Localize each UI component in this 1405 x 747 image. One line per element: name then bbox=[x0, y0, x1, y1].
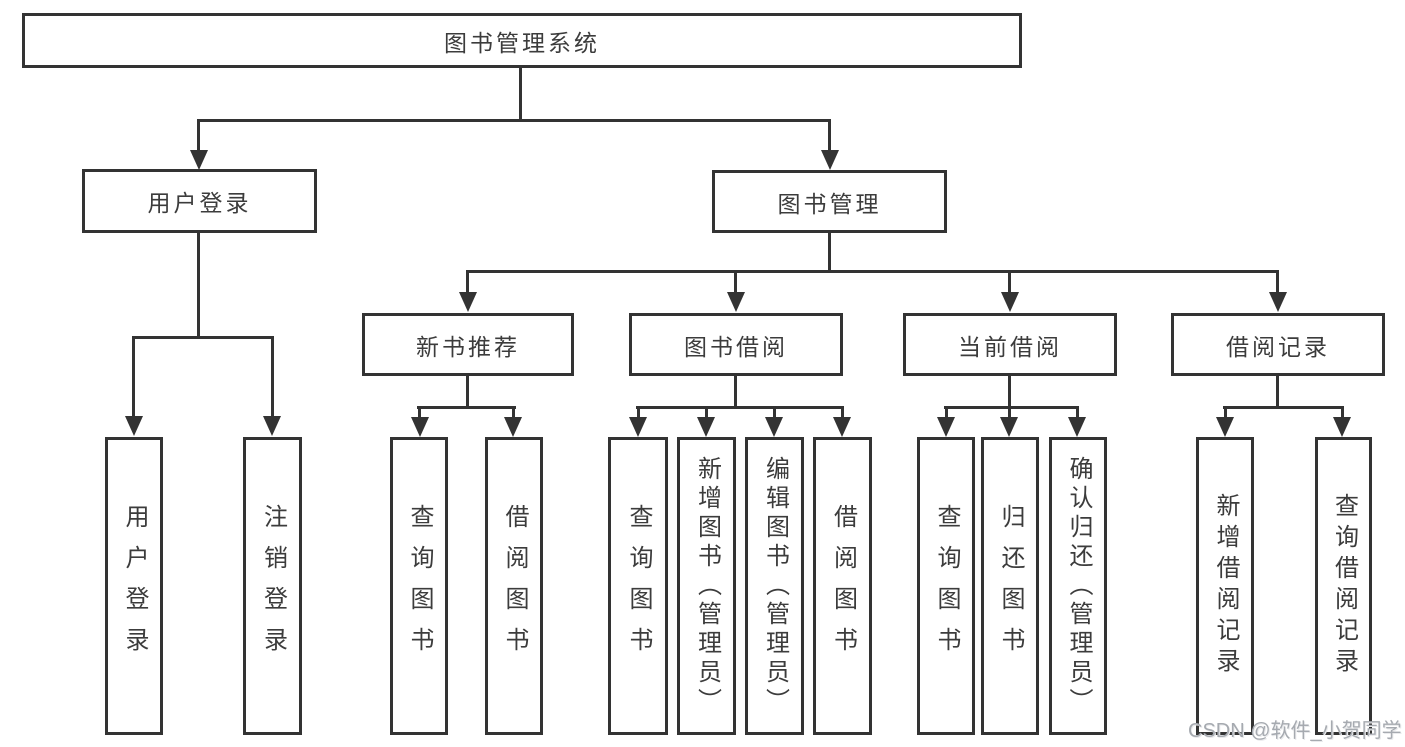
connector-recommend-stem bbox=[466, 376, 469, 407]
node-new-book-recommend-label: 新书推荐 bbox=[416, 333, 520, 360]
connector-drop-d3 bbox=[1076, 407, 1079, 418]
node-current-borrowing-label: 当前借阅 bbox=[958, 333, 1062, 360]
connector-drop-current bbox=[1008, 271, 1011, 293]
leaf-query-books-current: 查询图书 bbox=[917, 437, 975, 735]
connector-drop-b2 bbox=[512, 407, 515, 418]
connector-drop-leaf-user-login bbox=[132, 337, 135, 417]
leaf-query-borrow-record-label: 查询借阅记录 bbox=[1330, 493, 1358, 679]
leaf-user-login-label: 用户登录 bbox=[121, 504, 148, 668]
leaf-user-login: 用户登录 bbox=[105, 437, 163, 735]
arrowhead-book-management-icon bbox=[821, 150, 839, 170]
arrowhead-records-icon bbox=[1269, 292, 1287, 312]
node-borrowing-records-label: 借阅记录 bbox=[1226, 333, 1330, 360]
connector-level2-rail bbox=[466, 270, 1279, 273]
connector-drop-records bbox=[1276, 271, 1279, 293]
node-book-management: 图书管理 bbox=[712, 170, 947, 233]
leaf-add-books-admin: 新增图书（管理员） bbox=[677, 437, 736, 735]
connector-drop-c3 bbox=[773, 407, 776, 418]
csdn-watermark: CSDN @软件_小贺同学 bbox=[1188, 720, 1402, 742]
connector-drop-d2 bbox=[1008, 407, 1011, 418]
arrowhead-d1-icon bbox=[937, 417, 955, 437]
leaf-return-books-label: 归还图书 bbox=[997, 504, 1024, 668]
leaf-edit-books-admin-label: 编辑图书（管理员） bbox=[761, 455, 789, 717]
leaf-add-books-admin-label: 新增图书（管理员） bbox=[693, 455, 721, 717]
arrowhead-c4-icon bbox=[833, 417, 851, 437]
connector-current-stem bbox=[1008, 376, 1011, 407]
connector-drop-d1 bbox=[945, 407, 948, 418]
connector-recommend-rail bbox=[417, 406, 516, 409]
node-library-system: 图书管理系统 bbox=[22, 13, 1022, 68]
leaf-confirm-return-admin-label: 确认归还（管理员） bbox=[1065, 455, 1092, 717]
arrowhead-c2-icon bbox=[697, 417, 715, 437]
arrowhead-b2-icon bbox=[504, 417, 522, 437]
connector-drop-e2 bbox=[1341, 407, 1344, 418]
leaf-logout: 注销登录 bbox=[243, 437, 302, 735]
arrowhead-c1-icon bbox=[629, 417, 647, 437]
node-user-login-label: 用户登录 bbox=[147, 190, 252, 216]
node-user-login: 用户登录 bbox=[82, 169, 317, 233]
connector-user-login-stem bbox=[197, 233, 200, 337]
leaf-query-books-recommend: 查询图书 bbox=[390, 437, 448, 735]
arrowhead-recommend-icon bbox=[459, 292, 477, 312]
connector-drop-e1 bbox=[1224, 407, 1227, 418]
connector-user-login-rail bbox=[132, 336, 274, 339]
arrowhead-leaf-logout-icon bbox=[263, 416, 281, 436]
connector-drop-c2 bbox=[705, 407, 708, 418]
node-new-book-recommend: 新书推荐 bbox=[362, 313, 574, 376]
node-current-borrowing: 当前借阅 bbox=[903, 313, 1117, 376]
node-borrowing-records: 借阅记录 bbox=[1171, 313, 1385, 376]
arrowhead-borrowing-icon bbox=[727, 292, 745, 312]
arrowhead-d2-icon bbox=[1000, 417, 1018, 437]
connector-borrowing-stem bbox=[734, 376, 737, 407]
connector-drop-c4 bbox=[841, 407, 844, 418]
arrowhead-e1-icon bbox=[1216, 417, 1234, 437]
arrowhead-b1-icon bbox=[411, 417, 429, 437]
leaf-edit-books-admin: 编辑图书（管理员） bbox=[745, 437, 804, 735]
connector-drop-user-login bbox=[197, 120, 200, 152]
leaf-borrow-books-recommend-label: 借阅图书 bbox=[501, 504, 528, 668]
connector-current-rail bbox=[944, 406, 1079, 409]
connector-drop-b1 bbox=[418, 407, 421, 418]
connector-drop-book-management bbox=[828, 120, 831, 152]
leaf-query-books-recommend-label: 查询图书 bbox=[406, 504, 433, 668]
leaf-add-borrow-record-label: 新增借阅记录 bbox=[1212, 493, 1239, 679]
connector-level1-rail bbox=[197, 119, 831, 122]
connector-drop-leaf-logout bbox=[271, 337, 274, 417]
node-library-system-label: 图书管理系统 bbox=[444, 29, 600, 56]
leaf-query-books-borrowing: 查询图书 bbox=[608, 437, 668, 735]
arrowhead-leaf-user-login-icon bbox=[125, 416, 143, 436]
connector-records-stem bbox=[1276, 376, 1279, 407]
arrowhead-user-login-icon bbox=[190, 150, 208, 170]
connector-borrowing-rail bbox=[636, 406, 844, 409]
leaf-query-borrow-record: 查询借阅记录 bbox=[1315, 437, 1372, 735]
leaf-query-books-borrowing-label: 查询图书 bbox=[625, 504, 652, 668]
leaf-borrow-books-recommend: 借阅图书 bbox=[485, 437, 543, 735]
arrowhead-d3-icon bbox=[1068, 417, 1086, 437]
arrowhead-e2-icon bbox=[1333, 417, 1351, 437]
arrowhead-c3-icon bbox=[765, 417, 783, 437]
leaf-query-books-current-label: 查询图书 bbox=[933, 504, 960, 668]
arrowhead-current-icon bbox=[1001, 292, 1019, 312]
leaf-confirm-return-admin: 确认归还（管理员） bbox=[1049, 437, 1107, 735]
leaf-borrow-books-borrowing-label: 借阅图书 bbox=[829, 504, 857, 668]
leaf-return-books: 归还图书 bbox=[981, 437, 1039, 735]
leaf-borrow-books-borrowing: 借阅图书 bbox=[813, 437, 872, 735]
node-book-borrowing-label: 图书借阅 bbox=[684, 333, 788, 360]
connector-root-stem bbox=[519, 68, 522, 121]
node-book-borrowing: 图书借阅 bbox=[629, 313, 843, 376]
leaf-add-borrow-record: 新增借阅记录 bbox=[1196, 437, 1254, 735]
connector-drop-c1 bbox=[637, 407, 640, 418]
connector-drop-borrowing bbox=[734, 271, 737, 293]
connector-records-rail bbox=[1223, 406, 1344, 409]
leaf-logout-label: 注销登录 bbox=[259, 504, 287, 668]
node-book-management-label: 图书管理 bbox=[777, 190, 882, 217]
connector-book-management-stem bbox=[828, 233, 831, 271]
connector-drop-recommend bbox=[466, 271, 469, 293]
